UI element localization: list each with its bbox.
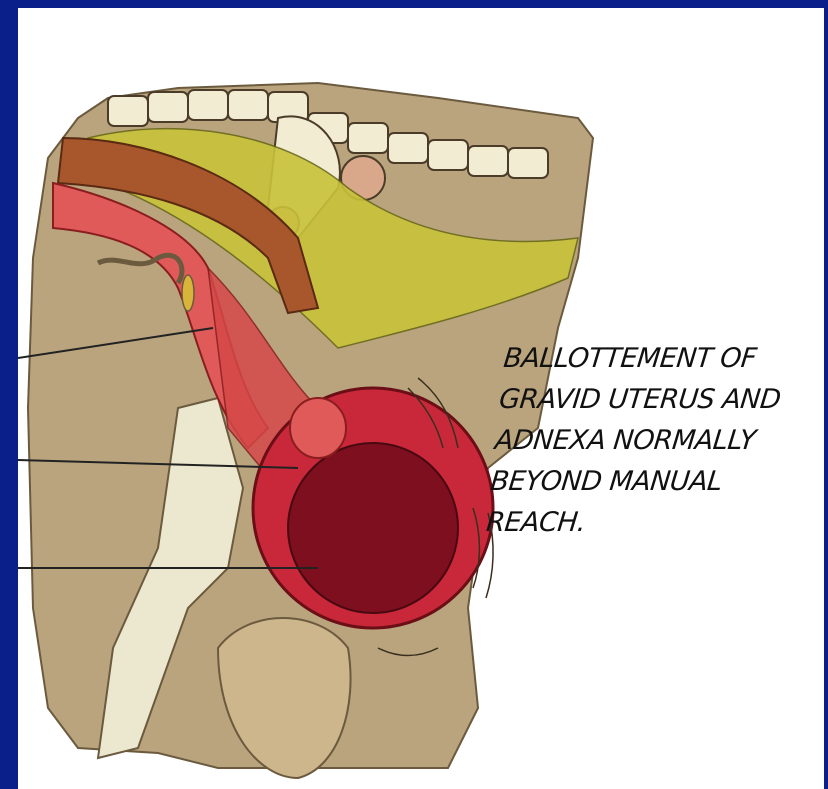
ovary (182, 275, 194, 311)
uterus-horn (290, 398, 346, 458)
caption-line-4: BEYOND MANUAL (489, 461, 813, 502)
caption-line-5: REACH. (484, 502, 808, 543)
caption-line-3: ADNEXA NORMALLY (493, 420, 817, 461)
caption: BALLOTTEMENT OF GRAVID UTERUS AND ADNEXA… (484, 338, 826, 543)
caption-line-2: GRAVID UTERUS AND (497, 379, 821, 420)
caption-line-1: BALLOTTEMENT OF (501, 338, 825, 379)
fetus (288, 443, 458, 613)
